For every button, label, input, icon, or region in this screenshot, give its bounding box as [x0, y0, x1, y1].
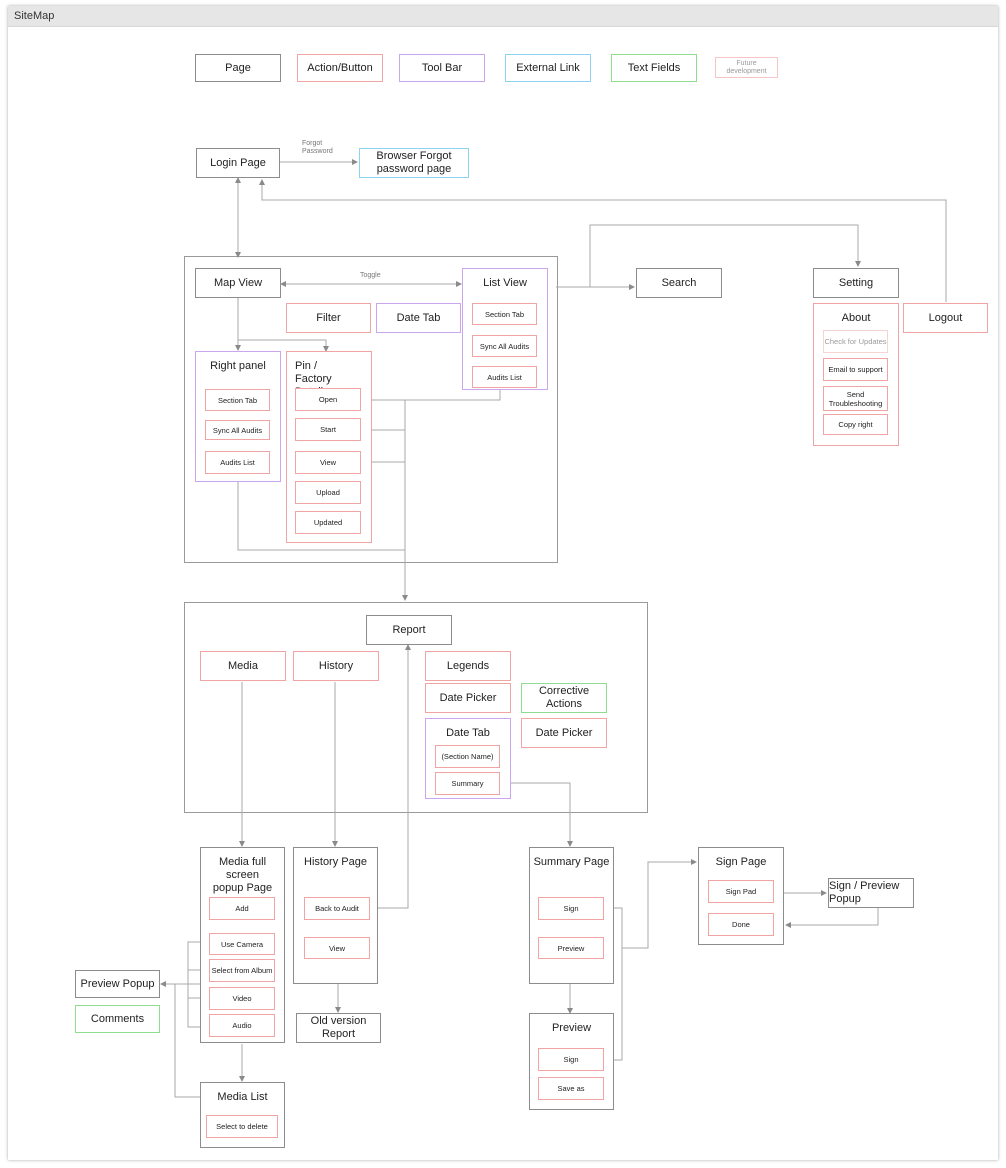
right-panel-audits-list[interactable]: Audits List	[205, 451, 270, 474]
pin-open-button[interactable]: Open	[295, 388, 361, 411]
forgot-password-label: Forgot Password	[302, 140, 333, 155]
toggle-label: Toggle	[360, 272, 381, 279]
copy-right-button[interactable]: Copy right	[823, 414, 888, 435]
list-view-sync-all-audits[interactable]: Sync All Audits	[472, 335, 537, 357]
date-picker-node-2[interactable]: Date Picker	[521, 718, 607, 748]
check-for-updates[interactable]: Check for Updates	[823, 330, 888, 353]
corrective-actions-field[interactable]: Corrective Actions	[521, 683, 607, 713]
right-panel-title: Right panel	[210, 360, 266, 372]
legend-page: Page	[195, 54, 281, 82]
history-view-button[interactable]: View	[304, 937, 370, 959]
sign-page-title: Sign Page	[715, 856, 767, 868]
summary-tab[interactable]: Summary	[435, 772, 500, 795]
pin-view-button[interactable]: View	[295, 451, 361, 474]
legends-node[interactable]: Legends	[425, 651, 511, 681]
pin-updated-button[interactable]: Updated	[295, 511, 361, 534]
old-version-report-node[interactable]: Old version Report	[296, 1013, 381, 1043]
save-as-button[interactable]: Save as	[538, 1077, 604, 1100]
sign-preview-popup-node[interactable]: Sign / Preview Popup	[828, 878, 914, 908]
email-to-support-button[interactable]: Email to support	[823, 358, 888, 381]
date-tab-top-node[interactable]: Date Tab	[376, 303, 461, 333]
history-page-title: History Page	[304, 856, 367, 868]
video-button[interactable]: Video	[209, 987, 275, 1010]
preview-page-title: Preview	[551, 1022, 592, 1034]
legend-text-fields: Text Fields	[611, 54, 697, 82]
right-panel-section-tab[interactable]: Section Tab	[205, 389, 270, 411]
select-to-delete-button[interactable]: Select to delete	[206, 1115, 278, 1138]
right-panel-sync-all-audits[interactable]: Sync All Audits	[205, 420, 270, 440]
media-node[interactable]: Media	[200, 651, 286, 681]
use-camera-button[interactable]: Use Camera	[209, 933, 275, 955]
map-view-node[interactable]: Map View	[195, 268, 281, 298]
setting-node[interactable]: Setting	[813, 268, 899, 298]
legend-external-link: External Link	[505, 54, 591, 82]
report-node[interactable]: Report	[366, 615, 452, 645]
list-view-section-tab[interactable]: Section Tab	[472, 303, 537, 325]
summary-page-title: Summary Page	[533, 856, 610, 868]
summary-preview-button[interactable]: Preview	[538, 937, 604, 959]
section-name-tab[interactable]: (Section Name)	[435, 745, 500, 768]
logout-node[interactable]: Logout	[903, 303, 988, 333]
send-troubleshooting-button[interactable]: Send Troubleshooting	[823, 386, 888, 411]
about-title: About	[841, 312, 871, 324]
preview-sign-button[interactable]: Sign	[538, 1048, 604, 1071]
list-view-title: List View	[483, 277, 527, 289]
history-node[interactable]: History	[293, 651, 379, 681]
legend-toolbar: Tool Bar	[399, 54, 485, 82]
media-popup-title: Media full screen popup Page	[212, 856, 273, 894]
comments-field[interactable]: Comments	[75, 1005, 160, 1033]
browser-forgot-password-node[interactable]: Browser Forgot password page	[359, 148, 469, 178]
media-list-title: Media List	[217, 1091, 268, 1103]
select-from-album-button[interactable]: Select from Album	[209, 959, 275, 982]
list-view-audits-list[interactable]: Audits List	[472, 366, 537, 388]
search-node[interactable]: Search	[636, 268, 722, 298]
date-tab-title: Date Tab	[446, 727, 490, 739]
pin-upload-button[interactable]: Upload	[295, 481, 361, 504]
login-page-node[interactable]: Login Page	[196, 148, 280, 178]
legend-action-button: Action/Button	[297, 54, 383, 82]
audio-button[interactable]: Audio	[209, 1014, 275, 1037]
summary-sign-button[interactable]: Sign	[538, 897, 604, 920]
sign-pad-button[interactable]: Sign Pad	[708, 880, 774, 903]
pin-start-button[interactable]: Start	[295, 418, 361, 441]
date-picker-node-1[interactable]: Date Picker	[425, 683, 511, 713]
legend-future-development: Future development	[715, 57, 778, 78]
filter-node[interactable]: Filter	[286, 303, 371, 333]
sign-done-button[interactable]: Done	[708, 913, 774, 936]
window-titlebar: SiteMap	[8, 6, 998, 27]
preview-popup-node[interactable]: Preview Popup	[75, 970, 160, 998]
back-to-audit-button[interactable]: Back to Audit	[304, 897, 370, 920]
window-title: SiteMap	[14, 10, 55, 22]
media-add-button[interactable]: Add	[209, 897, 275, 920]
